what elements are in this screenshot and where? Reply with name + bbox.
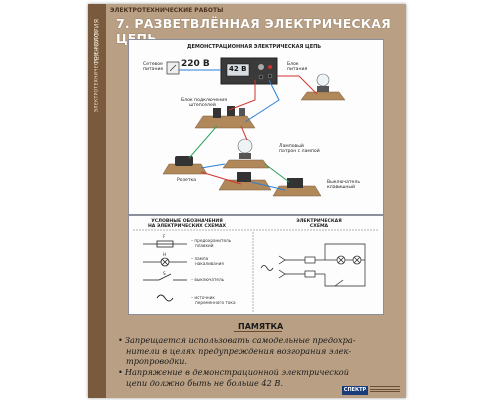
legend-fuse-line2: плавкий: [195, 243, 214, 248]
fuse-label-line1: Блок подключения: [181, 98, 227, 103]
supply-voltage-readout: 42 В: [229, 65, 247, 73]
mains-label-line1: Сетевое: [143, 62, 163, 67]
memo-item-1-line2: нители в целях предупреждения возгорания…: [126, 345, 352, 356]
bullet-icon: •: [118, 335, 123, 345]
lamp-label-line2: патрон с лампой: [279, 149, 320, 154]
poster-spine: [88, 4, 106, 398]
legend-source-line2: переменного тока: [195, 300, 236, 305]
fuse-block: [194, 115, 256, 129]
memo-heading: ПАМЯТКА: [238, 322, 284, 331]
memo-underline: [234, 331, 282, 332]
supply-knob-icon: [258, 64, 264, 70]
legend-lamp-symbol: H: [163, 252, 167, 257]
memo-item-1-line1: Запрещается использовать самодельные пре…: [124, 335, 356, 345]
poster: ТЕХНОЛОГИЯ ЭЛЕКТРОТЕХНИЧЕСКИЕ РАБОТЫ ЭЛЕ…: [88, 4, 406, 398]
publisher-logo: СПЕКТР: [342, 386, 368, 395]
lamp-bulb-icon: [237, 138, 253, 154]
mains-voltage: 220 В: [181, 59, 210, 69]
bullet-icon: •: [118, 367, 123, 377]
series-label: ЭЛЕКТРОТЕХНИЧЕСКИЕ РАБОТЫ: [110, 7, 224, 14]
spine-subtitle: ЭЛЕКТРОТЕХНИЧЕСКИЕ РАБОТЫ: [94, 28, 100, 113]
legend-lamp-line2: накаливания: [195, 261, 224, 266]
memo-item-2-line2: цепи должно быть не больше 42 В.: [126, 377, 284, 388]
memo-item-1-line3: тропроводки.: [126, 356, 188, 366]
diagram-title: ДЕМОНСТРАЦИОННАЯ ЭЛЕКТРИЧЕСКАЯ ЦЕПЬ: [187, 44, 322, 50]
scheme-title-line1: ЭЛЕКТРИЧЕСКАЯ: [296, 219, 342, 224]
lamp-label-line1: Ламповый: [279, 144, 304, 149]
publisher-fineprint: [370, 386, 400, 395]
switch-label-line2: клавишный: [327, 185, 356, 190]
legend-title-line2: НА ЭЛЕКТРИЧЕСКИХ СХЕМАХ: [147, 224, 227, 229]
scheme-title-line2: СХЕМА: [309, 224, 329, 229]
schematic-panel: УСЛОВНЫЕ ОБОЗНАЧЕНИЯ НА ЭЛЕКТРИЧЕСКИХ СХ…: [128, 215, 384, 315]
legend-title-line1: УСЛОВНЫЕ ОБОЗНАЧЕНИЯ: [151, 219, 223, 224]
memo-item-1: •Запрещается использовать самодельные пр…: [118, 335, 400, 346]
fuse-label-line2: штепселей: [189, 103, 216, 108]
schematic-symbols: [133, 229, 379, 312]
lamp-bulb-icon: [316, 73, 330, 87]
memo-item-2: •Напряжение в демонстрационной электриче…: [118, 367, 400, 378]
switch-symbol-icon: [158, 273, 172, 281]
circuit-illustration: [162, 57, 346, 197]
supply-label-line2: питания: [287, 67, 308, 72]
legend-switch-line1: – выключатель: [191, 277, 225, 282]
demonstration-diagram: ДЕМОНСТРАЦИОННАЯ ЭЛЕКТРИЧЕСКАЯ ЦЕПЬ: [128, 39, 384, 215]
legend-switch-symbol: S: [163, 271, 166, 276]
socket-label: Розетка: [177, 178, 197, 183]
mains-label-line2: питание: [143, 67, 164, 72]
legend-source-line1: – источник: [191, 295, 215, 300]
legend-lamp-line1: – лампа: [191, 256, 209, 261]
switch-label-line1: Выключатель: [327, 180, 361, 185]
supply-label-line1: Блок: [287, 62, 299, 67]
legend-fuse-symbol: F: [163, 234, 166, 239]
memo-item-2-line1: Напряжение в демонстрационной электричес…: [124, 367, 349, 377]
poster-title: 7. РАЗВЕТВЛЁННАЯ ЭЛЕКТРИЧЕСКАЯ ЦЕПЬ: [116, 16, 391, 46]
legend-fuse-line1: – предохранитель: [191, 238, 232, 243]
ac-source-icon: [156, 294, 174, 302]
